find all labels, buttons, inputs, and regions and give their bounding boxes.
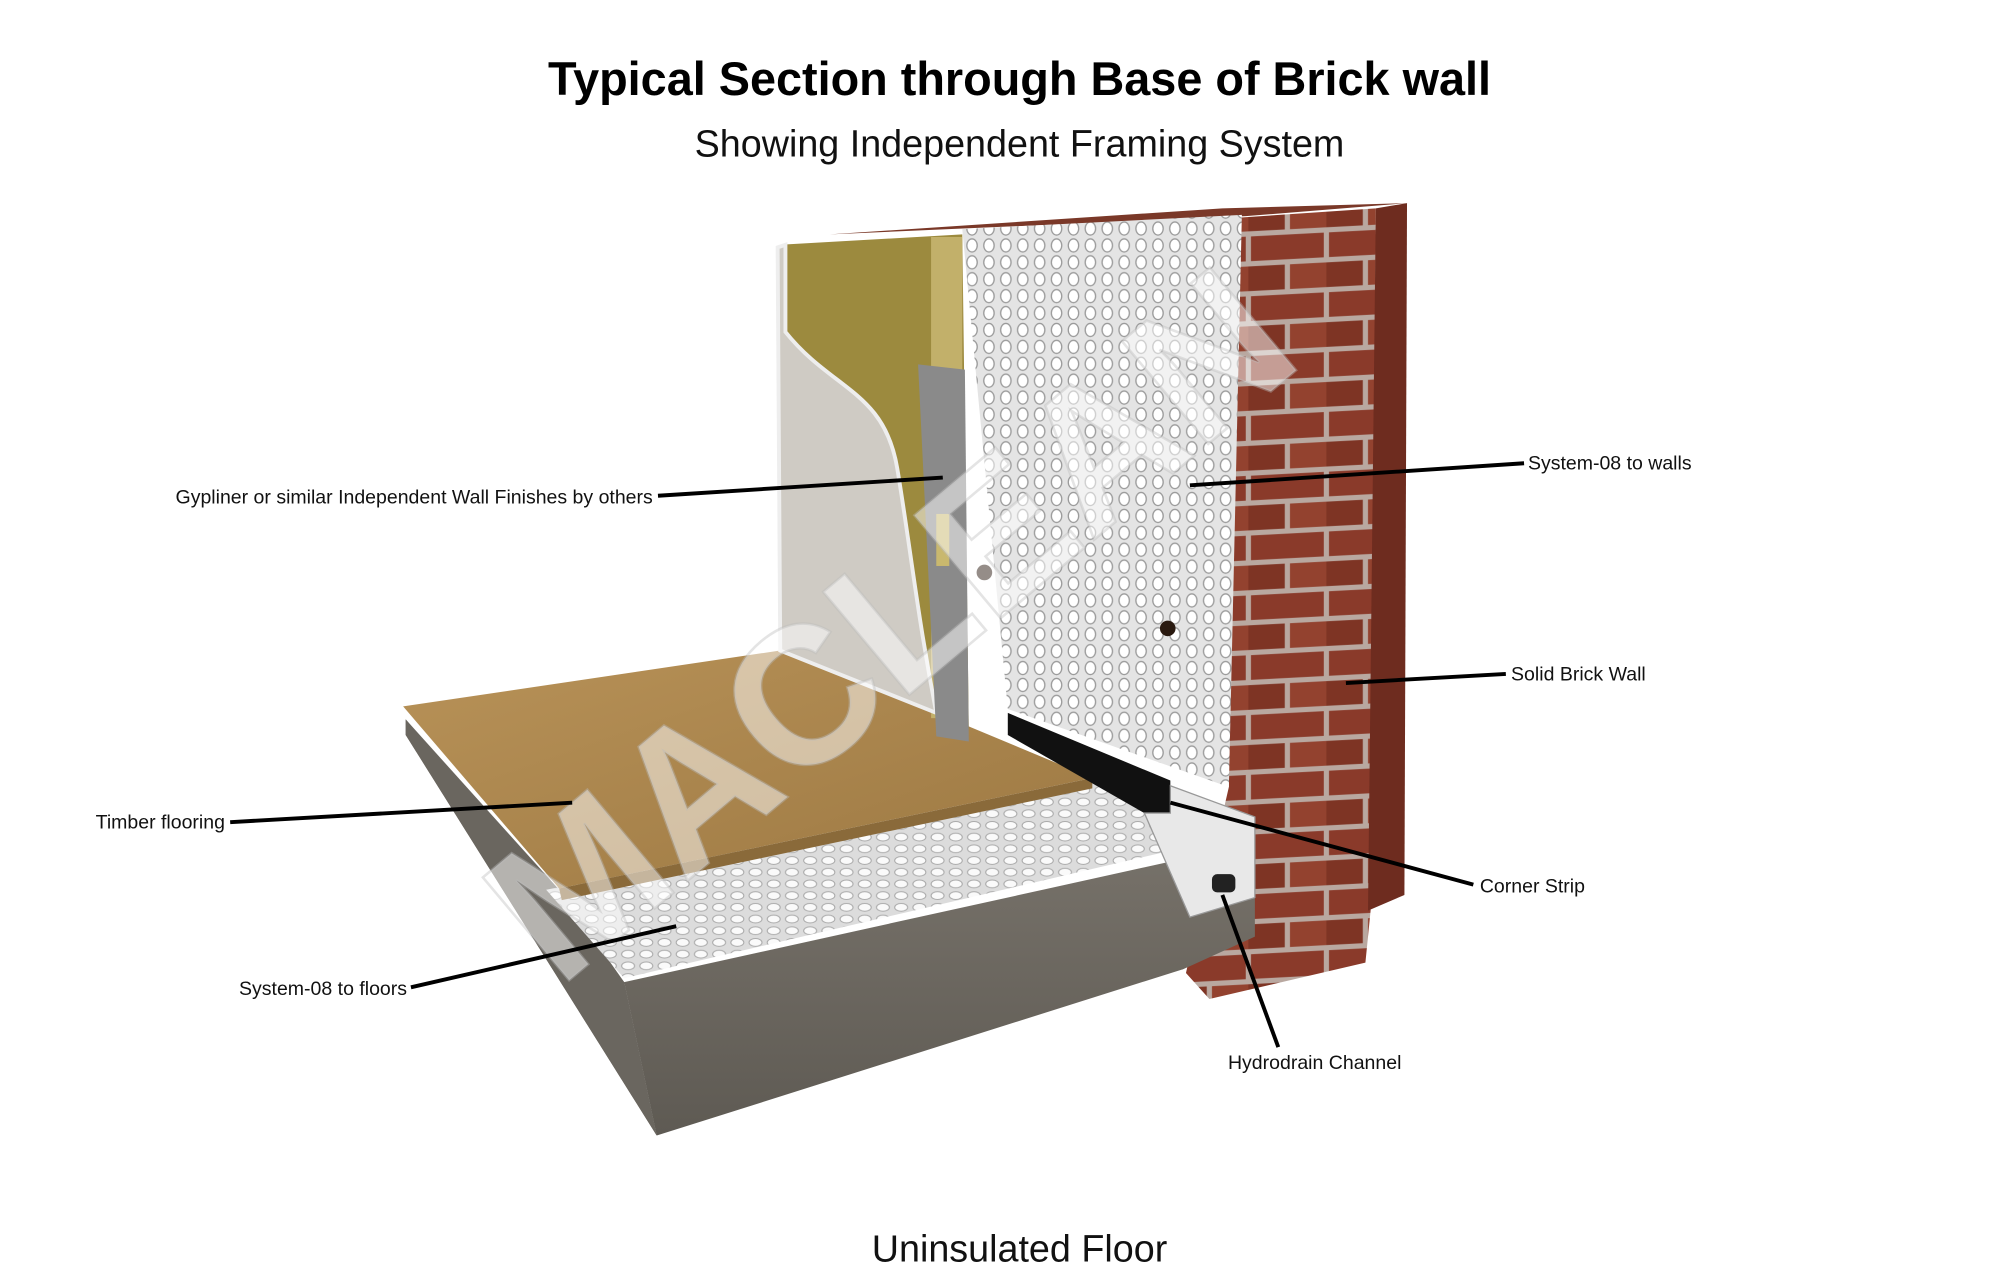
fixing-plug (976, 564, 993, 581)
callout-labels: Gypliner or similar Independent Wall Fin… (96, 453, 1692, 1074)
wall-membrane (962, 214, 1242, 788)
brick-wall-edge (1368, 203, 1408, 911)
floor-membrane (546, 780, 1249, 979)
label-corner-strip: Corner Strip (1480, 875, 1585, 897)
leader-lines (230, 461, 1525, 1048)
title-block: Typical Section through Base of Brick wa… (548, 53, 1491, 164)
timber-edge (559, 777, 1093, 901)
fixing-plug (1159, 620, 1176, 637)
channel-opening (1211, 874, 1236, 893)
brick-wall-top (829, 203, 1408, 235)
label-gypliner: Gypliner or similar Independent Wall Fin… (176, 487, 653, 509)
plasterboard (775, 242, 939, 717)
label-solid-brick-wall: Solid Brick Wall (1511, 663, 1646, 685)
footer-caption: Uninsulated Floor (872, 1228, 1168, 1270)
diagram-title: Typical Section through Base of Brick wa… (548, 53, 1491, 105)
concrete-slab-front (624, 842, 1255, 1136)
diagram-subtitle: Showing Independent Framing System (695, 122, 1345, 164)
label-system08-walls: System-08 to walls (1528, 453, 1692, 475)
label-timber-flooring: Timber flooring (96, 812, 225, 834)
concrete-slab-side-face (405, 719, 657, 1136)
timber-flooring (403, 650, 1093, 889)
label-hydrodrain-channel: Hydrodrain Channel (1228, 1052, 1401, 1074)
corner-strip (1007, 712, 1171, 814)
stud-highlight (936, 513, 950, 566)
illustration: MACLEAN (403, 203, 1408, 1136)
label-system08-floors: System-08 to floors (239, 978, 407, 1000)
